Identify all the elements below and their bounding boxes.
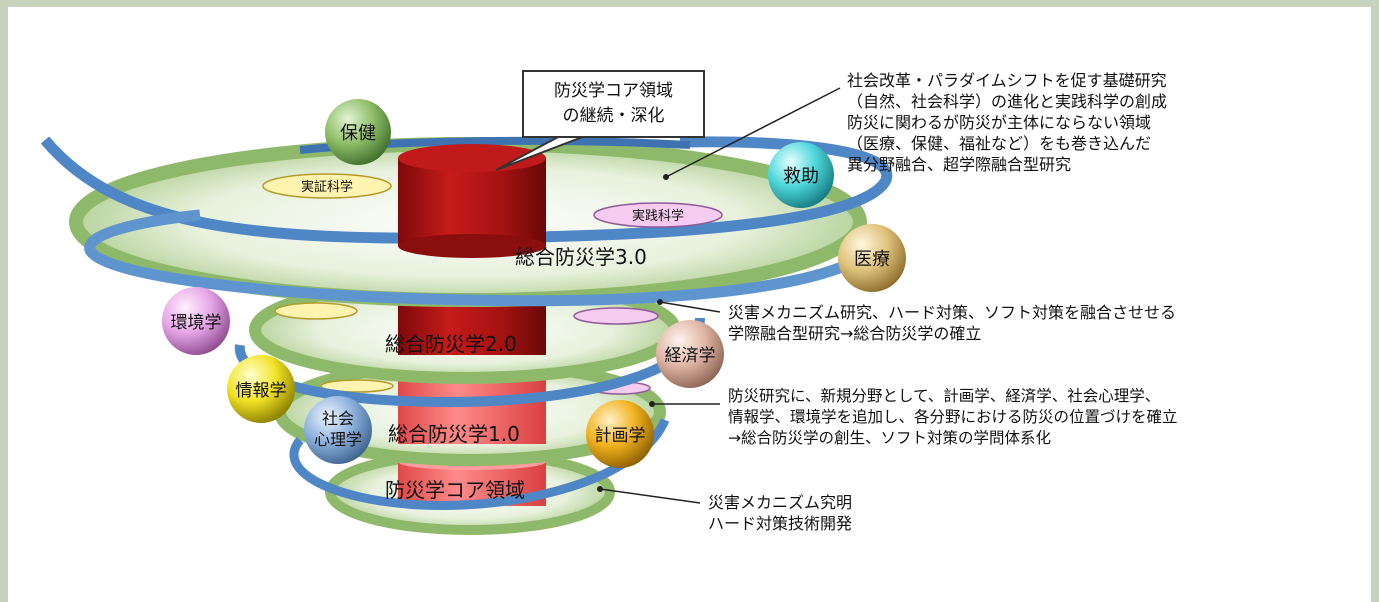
leader-0-dot xyxy=(597,486,603,492)
note-3-line-4: （医療、保健、福祉など）をも巻き込んだ xyxy=(847,134,1152,153)
tag-oval-2a xyxy=(274,302,358,320)
note-3-line-2: （自然、社会科学）の進化と実践科学の創成 xyxy=(847,92,1168,111)
callout-box: 防災学コア領域 の継続・深化 xyxy=(522,70,705,138)
tag-oval-jissho[interactable] xyxy=(262,173,392,199)
layer-1-title: 総合防災学1.0 xyxy=(388,422,520,446)
layer-2-title: 総合防災学2.0 xyxy=(385,332,517,356)
sphere-iryo[interactable]: 医療 xyxy=(838,224,906,292)
sphere-kyujo[interactable]: 救助 xyxy=(768,142,834,208)
leader-2-dot xyxy=(657,299,663,305)
leader-3-dot xyxy=(663,174,669,180)
cylinder-1 xyxy=(398,380,546,444)
sphere-kyujo-label: 救助 xyxy=(783,166,819,187)
sphere-iryo-label: 医療 xyxy=(854,249,890,270)
sphere-kankyo-label: 環境学 xyxy=(171,313,222,333)
note-1-line-1: 防災研究に、新規分野として、計画学、経済学、社会心理学、 xyxy=(728,387,1161,405)
leader-1-dot xyxy=(649,401,655,407)
note-3-line-1: 社会改革・パラダイムシフトを促す基礎研究 xyxy=(847,71,1167,90)
tag-jissen-label: 実践科学 xyxy=(632,208,684,224)
note-layer-3: 社会改革・パラダイムシフトを促す基礎研究 （自然、社会科学）の進化と実践科学の創… xyxy=(847,70,1167,175)
note-3-line-5: 異分野融合、超学際融合型研究 xyxy=(847,155,1072,174)
sphere-joho[interactable]: 情報学 xyxy=(227,355,295,423)
note-layer-1: 防災研究に、新規分野として、計画学、経済学、社会心理学、 情報学、環境学を追加し… xyxy=(728,386,1178,449)
sphere-keizai[interactable]: 経済学 xyxy=(656,320,724,388)
note-2-line-1: 災害メカニズム研究、ハード対策、ソフト対策を融合させせる xyxy=(728,303,1177,322)
note-layer-2: 災害メカニズム研究、ハード対策、ソフト対策を融合させせる 学際融合型研究→総合防… xyxy=(728,302,1176,344)
callout-line-2: の継続・深化 xyxy=(562,106,665,126)
ribbon-blue-3 xyxy=(84,209,884,307)
leader-2 xyxy=(659,301,721,313)
leader-0 xyxy=(599,488,701,504)
layer-3-title: 総合防災学3.0 xyxy=(515,245,647,269)
note-1-line-3: →総合防災学の創生、ソフト対策の学問体系化 xyxy=(728,429,1051,447)
sphere-keikaku[interactable]: 計画学 xyxy=(586,400,654,468)
note-0-line-1: 災害メカニズム究明 xyxy=(708,493,853,512)
tag-oval-2b xyxy=(573,307,659,325)
sphere-kankyo[interactable]: 環境学 xyxy=(162,287,230,355)
cylinder-3-bottom xyxy=(398,234,546,258)
note-0-line-2: ハード対策技術開発 xyxy=(708,514,853,533)
sphere-shakai-label-2: 心理学 xyxy=(314,430,362,449)
sphere-keikaku-label: 計画学 xyxy=(595,426,646,446)
note-3-line-3: 防災に関わるが防災が主体にならない領域 xyxy=(847,113,1152,132)
leader-3 xyxy=(665,87,841,178)
tag-oval-jissen[interactable] xyxy=(593,202,723,228)
callout-line-1: 防災学コア領域 xyxy=(554,81,673,101)
tag-oval-1a xyxy=(320,379,394,393)
note-1-line-2: 情報学、環境学を追加し、各分野における防災の位置づけを確立 xyxy=(728,408,1178,426)
sphere-keizai-label: 経済学 xyxy=(665,346,716,366)
sphere-shakai-label-1: 社会 xyxy=(322,409,354,428)
sphere-hoken-label: 保健 xyxy=(340,123,376,144)
sphere-shakai[interactable]: 社会 心理学 xyxy=(304,396,372,464)
cylinder-3 xyxy=(398,158,546,246)
note-2-line-2: 学際融合型研究→総合防災学の確立 xyxy=(728,324,982,343)
sphere-joho-label: 情報学 xyxy=(236,381,287,401)
tag-jissho-label: 実証科学 xyxy=(301,179,353,195)
layer-core-title: 防災学コア領域 xyxy=(385,478,525,502)
note-layer-core: 災害メカニズム究明 ハード対策技術開発 xyxy=(708,492,852,534)
sphere-hoken[interactable]: 保健 xyxy=(325,99,391,165)
